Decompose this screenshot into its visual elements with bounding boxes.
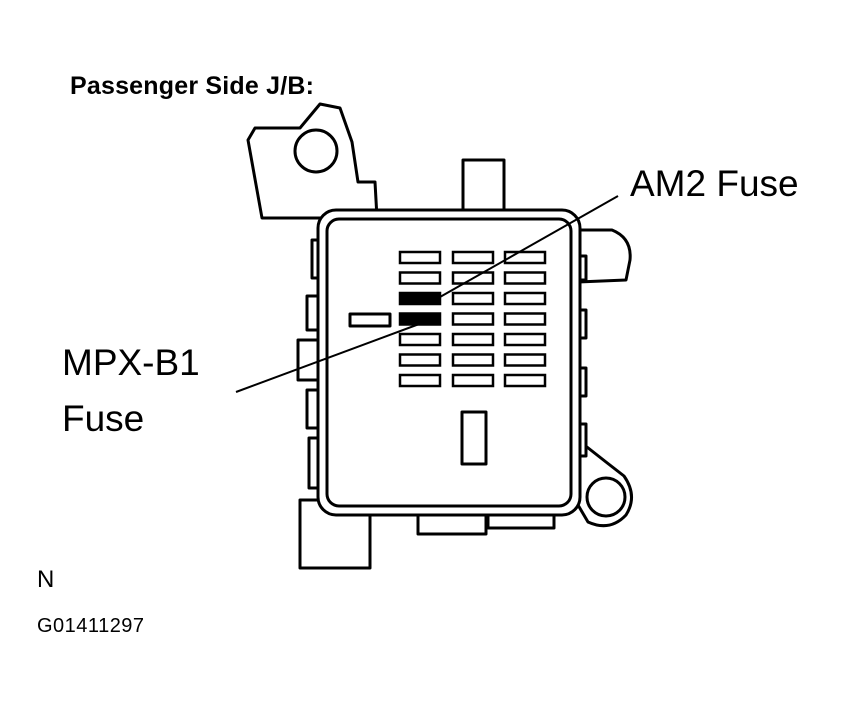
fuse bbox=[451, 332, 495, 347]
jb-housing-inner bbox=[325, 217, 573, 508]
fuse bbox=[398, 373, 442, 388]
mpx-b1-label: MPX-B1 bbox=[62, 342, 200, 383]
fuse bbox=[503, 312, 547, 326]
fuse bbox=[398, 250, 442, 265]
fuse bbox=[503, 353, 547, 367]
am2-leader-line bbox=[439, 195, 619, 298]
mpx-b1-leader-line bbox=[235, 319, 431, 393]
small-slot bbox=[348, 312, 392, 328]
fuse bbox=[451, 373, 495, 388]
fuse bbox=[451, 353, 495, 367]
fuse bbox=[503, 250, 547, 265]
fuse bbox=[503, 291, 547, 306]
diagram-title: Passenger Side J/B: bbox=[70, 72, 315, 100]
fuse bbox=[398, 332, 442, 347]
fuse-grid bbox=[398, 250, 547, 388]
fuse bbox=[451, 312, 495, 326]
mount-hole-bottom bbox=[585, 476, 627, 518]
fuse bbox=[451, 291, 495, 306]
fuse bbox=[451, 250, 495, 265]
lower-left-bracket bbox=[298, 498, 372, 570]
relay-slot bbox=[460, 410, 488, 466]
mpx-b1-label-line2: Fuse bbox=[62, 398, 145, 439]
fuse bbox=[398, 271, 442, 285]
fuse bbox=[503, 332, 547, 347]
mount-hole-top bbox=[293, 128, 339, 174]
orientation-label: N bbox=[37, 566, 55, 593]
fuse bbox=[503, 271, 547, 285]
right-bracket bbox=[575, 228, 632, 284]
top-connector bbox=[461, 158, 506, 210]
am2-fuse-label: AM2 Fuse bbox=[630, 163, 799, 204]
figure-id: G01411297 bbox=[37, 615, 145, 637]
fuse bbox=[503, 373, 547, 388]
fuse bbox=[398, 353, 442, 367]
fuse-am2 bbox=[398, 291, 442, 306]
